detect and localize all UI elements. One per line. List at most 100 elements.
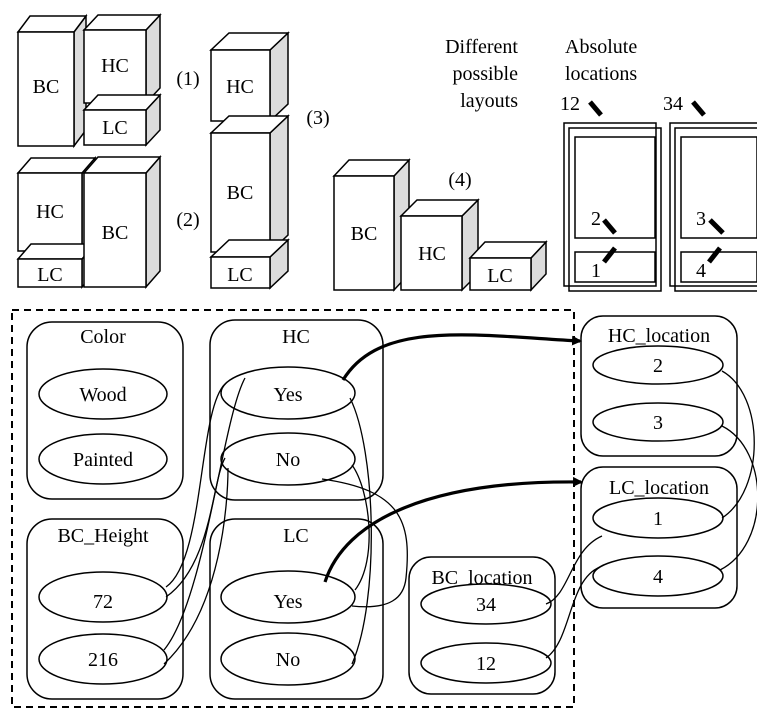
state-lc-no-label: No [276,649,300,671]
layout-3-lc-label: LC [227,264,253,286]
layout-3-bc-label: BC [227,182,254,204]
connector-bc72-hc-yes [165,383,226,588]
location-label-4: 4 [696,260,706,282]
connector-bc216-hc-no [163,467,229,665]
node-color: Color Wood Painted [26,321,184,500]
layout-3-hc-label: HC [226,76,254,98]
layouts-title: Different possible layouts [445,36,518,112]
state-color-painted-label: Painted [73,449,133,471]
layout-2-bc-label: BC [102,222,129,244]
location-4-region [680,251,757,283]
connector-hcloc2-lcloc1 [721,370,755,519]
connector-bcloc12-lcloc4 [545,566,601,659]
state-lc-location-4 [592,555,724,597]
location-12-frame-inner [568,127,662,292]
connector-bc216-hc-yes [163,377,246,651]
layout-4: BC HC LC (4) [332,158,548,292]
state-hc-location-2-label: 2 [653,355,663,377]
location-34-marker [691,100,706,117]
state-bc-location-34-label: 34 [476,594,496,616]
layout-1-lc-box: LC [82,93,162,147]
location-3-marker [708,218,725,235]
absolute-locations-panel: 12 34 2 3 1 4 [560,93,757,292]
state-lc-location-4-label: 4 [653,566,663,588]
layout-4-hc-box: HC [399,198,480,292]
layout-4-bc-label: BC [351,223,378,245]
layout-4-bc-box: BC [332,158,411,292]
layouts-title-line-3: layouts [460,90,518,112]
node-lc-location: LC_location 1 4 [580,466,738,609]
location-34-frame-outer [669,122,757,287]
state-hc-yes [220,366,356,420]
layout-2-bc-box: BC [82,155,162,289]
layout-3: HC BC LC (3) [209,31,330,290]
state-lc-yes-label: Yes [273,591,302,613]
node-bc-location-title: BC_location [431,567,532,589]
arrow-lc-yes-to-lc-location [323,476,583,583]
state-bc-location-12-label: 12 [476,653,496,675]
location-1-region [574,251,656,283]
layout-2-number: (2) [176,209,199,231]
state-color-painted [38,433,168,485]
location-34-frame-inner [674,127,757,292]
state-hc-location-3 [592,402,724,442]
layout-4-hc-label: HC [418,243,446,265]
layout-4-number: (4) [448,169,471,191]
state-hc-location-2 [592,345,724,385]
layout-4-lc-box: LC [468,240,548,292]
layout-1: BC HC LC (1) [16,13,200,149]
location-4-marker [707,246,722,264]
node-bc-height-title: BC_Height [57,525,149,547]
layouts-title-line-2: possible [452,63,518,85]
state-bc-height-72-label: 72 [93,591,113,613]
node-hc-location: HC_location 2 3 [580,315,738,457]
state-lc-yes [220,570,356,624]
layout-3-hc-box: HC [209,31,290,123]
node-lc: LC Yes No [209,518,384,700]
location-12-marker [588,100,603,117]
layout-4-lc-label: LC [487,265,513,287]
layouts-title-line-1: Different [445,36,518,58]
location-2-marker [602,218,617,235]
location-label-12: 12 [560,93,580,115]
layout-1-hc-label: HC [101,55,129,77]
location-label-2: 2 [591,208,601,230]
arrow-hc-yes-to-hc-location [341,333,582,381]
location-12-frame-outer [563,122,657,287]
layout-3-bc-box: BC [209,114,290,254]
location-label-1: 1 [591,260,601,282]
dependency-arrows [323,333,583,583]
model-boundary [11,309,575,708]
node-color-title: Color [80,326,126,348]
layout-2-lc-label: LC [37,264,63,286]
node-hc-location-title: HC_location [608,325,710,347]
layout-2-hc-label: HC [36,201,64,223]
state-lc-no [220,632,356,686]
absolute-title-line-2: locations [565,63,637,85]
state-color-wood [38,368,168,420]
location-1-marker [602,246,617,264]
location-3-region [680,136,757,239]
node-bc-location: BC_location 34 12 [408,556,556,695]
layout-2: HC LC BC (2) [16,155,200,290]
location-label-3: 3 [696,208,706,230]
state-bc-height-216-label: 216 [88,649,118,671]
connector-hcloc3-lcloc4 [719,425,757,571]
state-bc-height-216 [38,633,168,685]
state-bc-location-12 [420,642,552,684]
state-hc-yes-label: Yes [273,384,302,406]
node-lc-location-title: LC_location [609,477,709,499]
layout-1-bc-label: BC [33,76,60,98]
node-hc: HC Yes No [209,319,384,501]
connector-hc-no-lc-yes-2 [321,478,408,608]
connector-bcloc34-lcloc1 [545,535,603,605]
state-hc-no-label: No [276,449,300,471]
location-2-region [574,136,656,239]
node-bc-height: BC_Height 72 216 [26,518,184,700]
node-hc-title: HC [282,326,310,348]
state-hc-location-3-label: 3 [653,412,663,434]
state-hc-no [220,432,356,486]
layout-3-lc-box: LC [209,238,290,290]
layout-3-number: (3) [306,107,329,129]
